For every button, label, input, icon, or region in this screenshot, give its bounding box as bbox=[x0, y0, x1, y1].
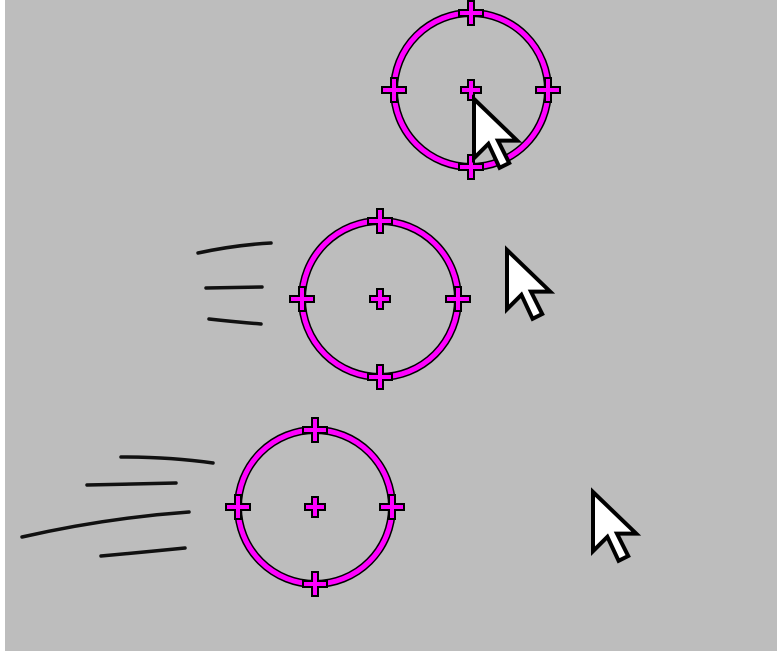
motion-lines bbox=[196, 241, 273, 326]
motion-lines bbox=[20, 455, 215, 558]
arrow-cursor-icon bbox=[471, 94, 523, 171]
target-handles bbox=[381, 0, 561, 180]
crosshair-circle-icon bbox=[289, 208, 471, 390]
gray-background bbox=[5, 0, 777, 651]
step-1-group bbox=[381, 0, 561, 180]
arrow-cursor-icon bbox=[504, 245, 556, 322]
step-2-group bbox=[196, 208, 556, 390]
target-handles bbox=[225, 417, 405, 597]
arrow-cursor-icon bbox=[590, 487, 642, 564]
step-3-group bbox=[20, 417, 642, 597]
crosshair-circle-icon bbox=[225, 417, 405, 597]
target-handles bbox=[289, 208, 471, 390]
crosshair-circle-icon bbox=[381, 0, 561, 180]
